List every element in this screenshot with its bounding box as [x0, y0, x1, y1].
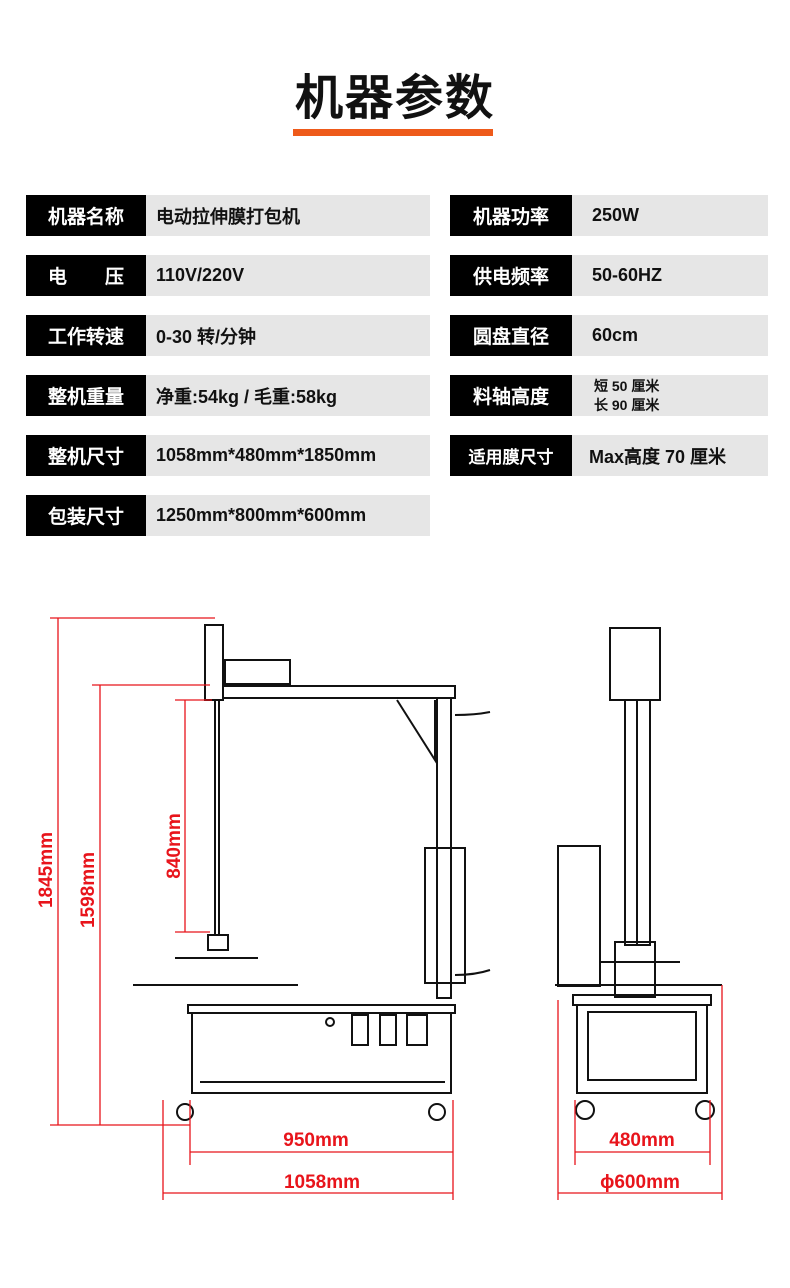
- spec-label: 适用膜尺寸: [450, 435, 572, 476]
- spec-value: Max高度 70 厘米: [572, 435, 768, 476]
- spec-value: 净重:54kg / 毛重:58kg: [146, 375, 430, 416]
- spec-value: 1250mm*800mm*600mm: [146, 495, 430, 536]
- spec-value-line: 长 90 厘米: [594, 396, 660, 413]
- spec-label: 包装尺寸: [26, 495, 146, 536]
- side-view-drawing: [133, 624, 491, 1121]
- spec-value: 60cm: [572, 315, 768, 356]
- dimension-frame-height: 1598mm: [78, 852, 99, 928]
- spec-row: 整机重量净重:54kg / 毛重:58kg: [26, 375, 430, 416]
- front-view-drawing: [555, 627, 722, 1120]
- spec-label: 供电频率: [450, 255, 572, 296]
- spec-label: 料轴高度: [450, 375, 572, 416]
- dimension-total-height: 1845mm: [36, 832, 57, 908]
- dimension-press-travel: 840mm: [164, 813, 185, 879]
- dimension-disc-diameter: ϕ600mm: [600, 1172, 680, 1193]
- spec-value-line: 短 50 厘米: [594, 377, 660, 394]
- spec-value: 50-60HZ: [572, 255, 768, 296]
- spec-row: 机器名称电动拉伸膜打包机: [26, 195, 430, 236]
- spec-row: 料轴高度短 50 厘米长 90 厘米: [450, 375, 768, 416]
- dimension-lines: [50, 617, 723, 1200]
- title-underline: [293, 129, 493, 136]
- spec-value: 0-30 转/分钟: [146, 315, 430, 356]
- page-title: 机器参数: [294, 72, 495, 125]
- spec-label: 电 压: [26, 255, 146, 296]
- spec-label: 整机重量: [26, 375, 146, 416]
- dimension-wheelbase: 950mm: [283, 1130, 349, 1151]
- spec-value: 110V/220V: [146, 255, 430, 296]
- dimension-width: 480mm: [609, 1130, 675, 1151]
- spec-label: 工作转速: [26, 315, 146, 356]
- spec-label: 圆盘直径: [450, 315, 572, 356]
- spec-value: 电动拉伸膜打包机: [146, 195, 430, 236]
- spec-label: 整机尺寸: [26, 435, 146, 476]
- dimension-total-length: 1058mm: [284, 1172, 360, 1193]
- spec-label: 机器功率: [450, 195, 572, 236]
- spec-value: 短 50 厘米长 90 厘米: [572, 375, 768, 416]
- spec-value: 1058mm*480mm*1850mm: [146, 435, 430, 476]
- spec-label: 机器名称: [26, 195, 146, 236]
- spec-value: 250W: [572, 195, 768, 236]
